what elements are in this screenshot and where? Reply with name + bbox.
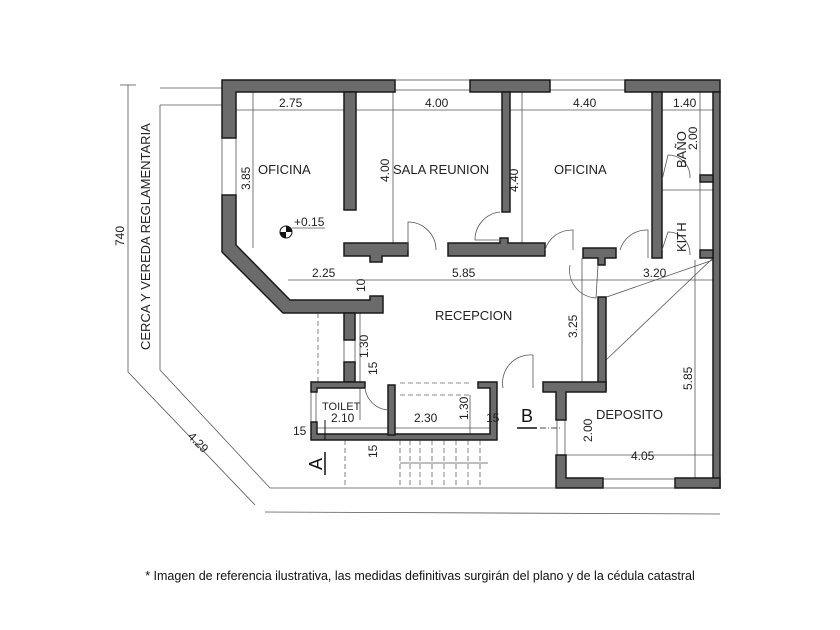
dimension-labels: 2.75 4.00 4.40 1.40 3.85 4.00 4.40 2.00 … — [113, 96, 700, 463]
dim-label: 2.00 — [686, 126, 700, 150]
room-label-recepcion: RECEPCION — [435, 308, 512, 323]
dim-label: 4.05 — [631, 449, 655, 463]
dim-label: 4.00 — [378, 158, 392, 182]
dim-label: 2.30 — [414, 411, 438, 425]
dim-label: 4.40 — [507, 168, 521, 192]
dim-label: 15 — [366, 361, 380, 375]
section-mark-b: B — [517, 406, 560, 429]
room-label-toilet: TOILET — [322, 401, 361, 413]
level-mark-label: +0.15 — [294, 215, 325, 229]
dim-label: 1.30 — [357, 334, 371, 358]
doors — [364, 154, 691, 411]
dim-label: 15 — [486, 411, 500, 425]
room-label-deposito: DEPOSITO — [596, 407, 663, 422]
dim-label: 1.30 — [457, 396, 471, 420]
dim-label: 4.40 — [573, 96, 597, 110]
dim-label: 3.85 — [239, 166, 253, 190]
room-label-oficina: OFICINA — [258, 162, 311, 177]
dimension-lines — [236, 92, 714, 478]
section-mark-a: A — [306, 420, 326, 475]
dim-label: 2.00 — [581, 418, 595, 442]
dim-label: 15 — [366, 444, 380, 458]
section-a-label: A — [306, 458, 326, 470]
dim-label: 2.10 — [331, 411, 355, 425]
room-label-kith: KITH — [674, 222, 689, 252]
footnote: * Imagen de referencia ilustrativa, las … — [145, 569, 695, 583]
window — [602, 478, 676, 489]
dim-label: 10 — [354, 278, 368, 292]
stairs — [317, 313, 488, 488]
window — [394, 79, 471, 91]
dim-label: 3.25 — [566, 314, 580, 338]
dim-label: 15 — [293, 424, 307, 438]
window — [343, 339, 356, 363]
room-label-bano: BAÑO — [674, 131, 689, 168]
window — [549, 79, 626, 91]
dim-label: 3.20 — [643, 266, 667, 280]
window — [556, 419, 566, 456]
section-b-label: B — [521, 406, 533, 426]
dim-label: 1.40 — [673, 96, 697, 110]
dim-label: 5.85 — [681, 366, 695, 390]
dim-label: 4.00 — [425, 96, 449, 110]
site-boundary — [120, 84, 721, 515]
dim-label: 2.75 — [279, 96, 303, 110]
room-label-sala-reunion: SALA REUNION — [393, 162, 489, 177]
dim-label: 2.25 — [312, 266, 336, 280]
room-label-oficina-2: OFICINA — [554, 162, 607, 177]
window — [310, 391, 317, 423]
boundary-label: CERCA Y VEREDA REGLAMENTARIA — [138, 123, 153, 350]
window — [221, 137, 237, 196]
dim-label: 4.29 — [185, 429, 212, 456]
dim-label: 740 — [113, 226, 127, 246]
level-mark: +0.15 — [279, 215, 325, 239]
dim-label: 5.85 — [452, 266, 476, 280]
walls — [221, 79, 721, 489]
